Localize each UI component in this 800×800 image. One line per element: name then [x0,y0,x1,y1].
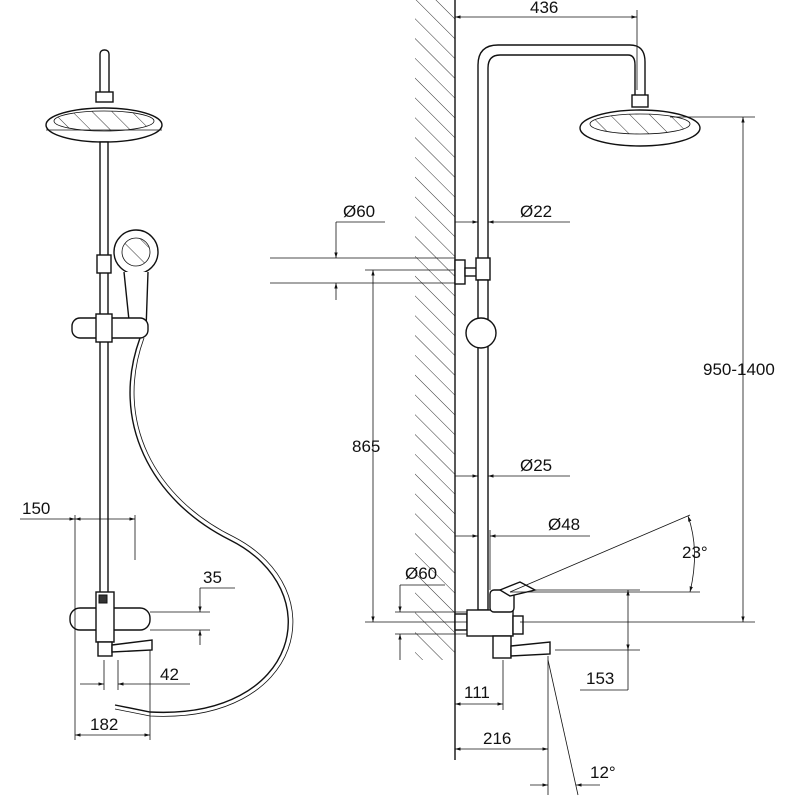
riser-pipe [99,141,109,613]
dim-mixer-dia-label: Ø48 [548,515,580,534]
dim-spout-angle-label: 12° [590,763,616,782]
dimension-35: 35 [150,568,235,645]
dim-flange-dia-label: Ø60 [405,564,437,583]
dim-216-label: 216 [483,729,511,748]
wall-hatch [415,0,455,660]
dim-153-label: 153 [586,669,614,688]
hand-shower-side [465,317,497,349]
side-shower-head [579,109,701,147]
dim-35-label: 35 [203,568,222,587]
dimension-flange-dia: Ø60 [395,564,467,660]
front-view: 150 35 42 182 [20,49,294,740]
dim-height-range-label: 950-1400 [703,360,775,379]
dim-bracket-dia-label: Ø60 [343,202,375,221]
dimension-upper-pipe-dia: Ø22 [455,202,570,224]
dimension-216: 216 [455,656,549,795]
dimension-spout-angle: 12° [530,659,616,796]
dimension-436: 436 [455,0,638,90]
dimension-bracket-dia: Ø60 [270,202,455,300]
dim-111-label: 111 [464,683,490,702]
dim-150-label: 150 [22,499,50,518]
dimension-42: 42 [80,660,190,690]
dim-upper-pipe-dia-label: Ø22 [520,202,552,221]
side-mixer [454,581,551,659]
dimension-865: 865 [352,269,467,623]
dim-lower-pipe-dia-label: Ø25 [520,456,552,475]
dim-lever-angle-label: 23° [682,543,708,562]
rain-shower-head [45,107,163,143]
dimension-height-range: 950-1400 [520,116,775,623]
hose-edge [114,337,294,717]
side-view: 436 Ø60 Ø22 950-1400 865 [270,0,775,796]
dimension-lower-pipe-dia: Ø25 [455,456,570,478]
dimension-mixer-dia: Ø48 [455,515,590,590]
dimension-111: 111 [455,660,504,710]
dim-42-label: 42 [160,665,179,684]
hose [114,337,289,713]
dim-182-label: 182 [90,715,118,734]
pipe-joint [96,254,112,274]
dim-865-label: 865 [352,437,380,456]
dimension-lever-angle: 23° [509,514,708,593]
shower-arm [477,44,649,258]
top-arm [95,49,114,103]
dimension-150: 150 [20,499,136,740]
dimension-153: 153 [535,589,640,691]
dim-436-label: 436 [530,0,558,17]
hand-shower [113,229,159,331]
wall-bracket [454,257,491,285]
slider-bracket [71,313,149,343]
mixer-body [69,591,153,657]
dimension-182: 182 [75,650,151,740]
